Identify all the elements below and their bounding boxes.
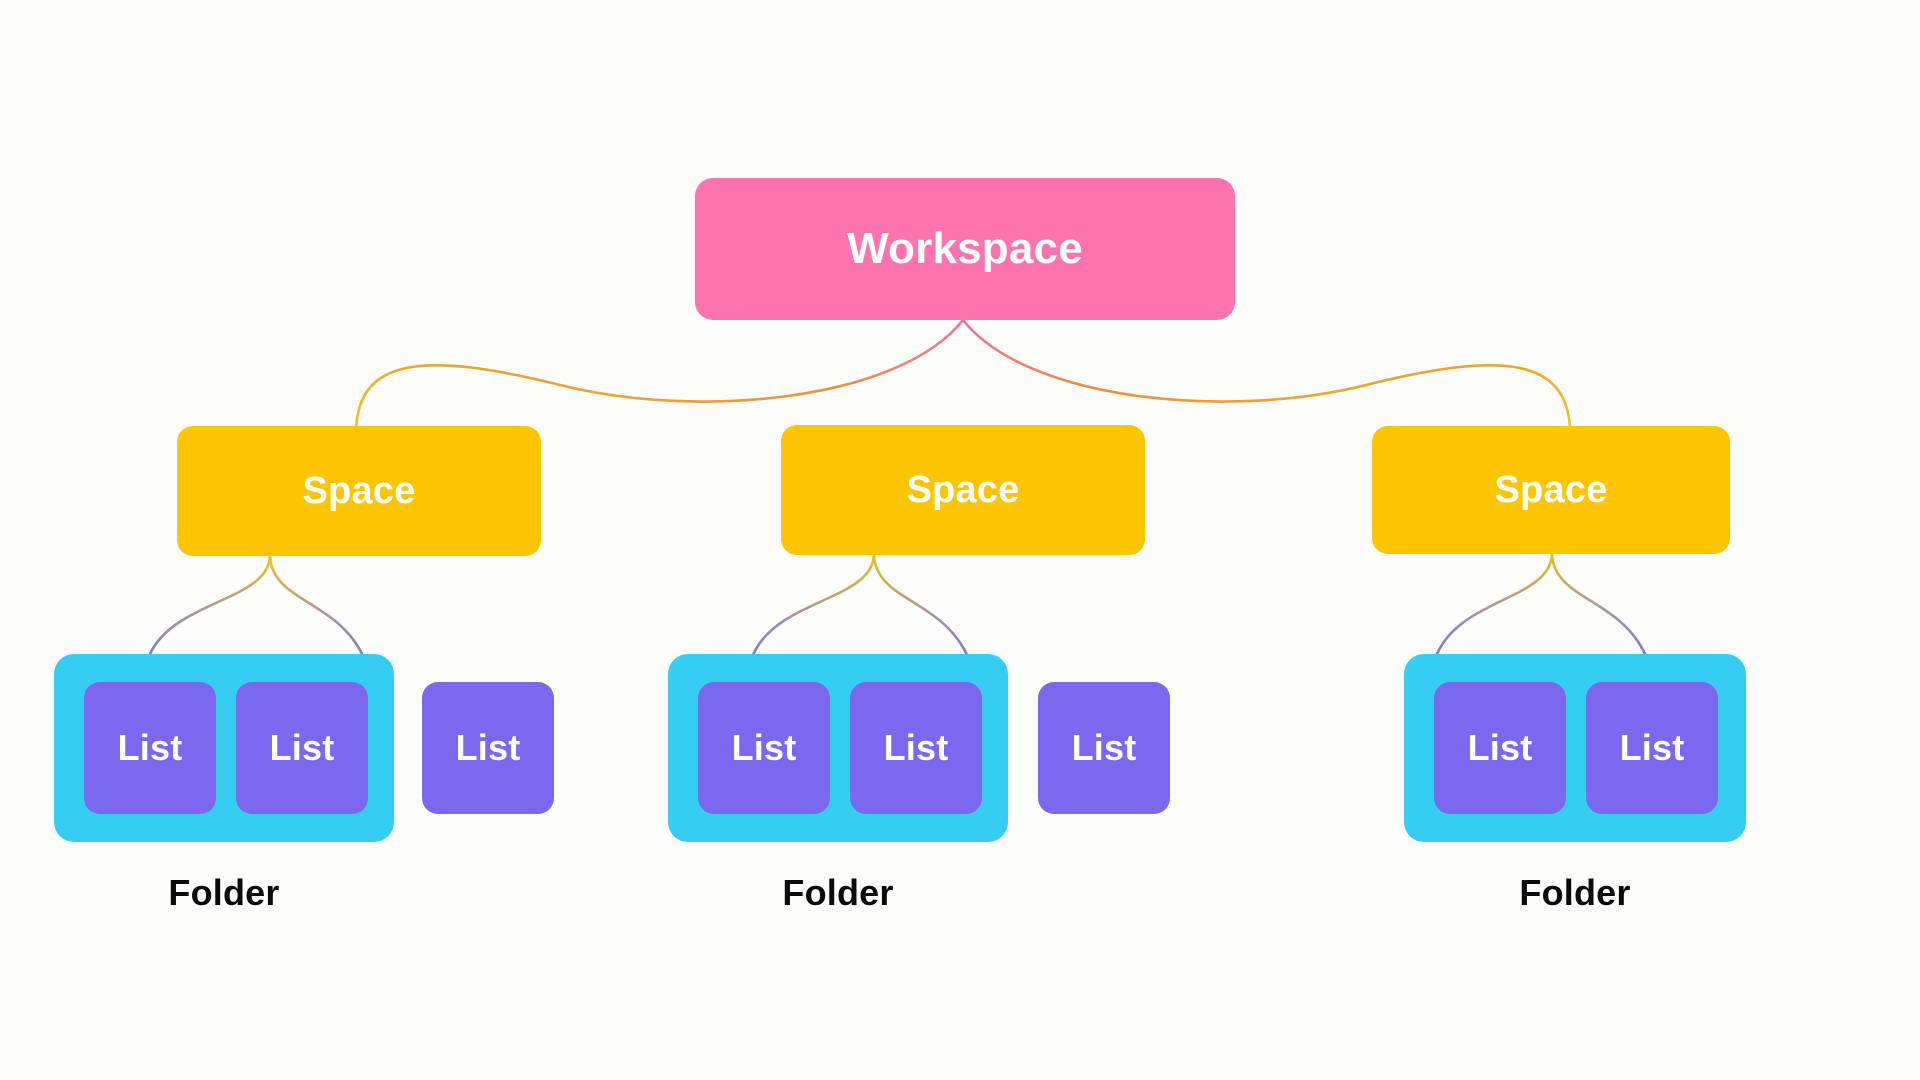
list-label-standalone-1: List [455, 727, 521, 768]
space-node-2[interactable]: Space [781, 425, 1145, 555]
list-label-standalone-2: List [1071, 727, 1137, 768]
list-label-f2-1: List [731, 727, 797, 768]
list-node-f3-1[interactable]: List [1434, 682, 1566, 814]
list-label-f3-2: List [1619, 727, 1685, 768]
list-label-f1-2: List [269, 727, 335, 768]
folder-caption-1: Folder [168, 872, 280, 913]
list-node-f2-2[interactable]: List [850, 682, 982, 814]
list-node-standalone-2[interactable]: List [1038, 682, 1170, 814]
list-node-f2-1[interactable]: List [698, 682, 830, 814]
workspace-to-space-connectors [354, 318, 1572, 430]
list-label-f1-1: List [117, 727, 183, 768]
list-label-f3-1: List [1467, 727, 1533, 768]
list-node-f3-2[interactable]: List [1586, 682, 1718, 814]
space-node-3[interactable]: Space [1372, 426, 1730, 554]
space-node-1[interactable]: Space [177, 426, 541, 556]
space-label-1: Space [302, 469, 416, 512]
connector-workspace-space-3 [961, 318, 1572, 430]
list-node-standalone-1[interactable]: List [422, 682, 554, 814]
folder-caption-2: Folder [782, 872, 894, 913]
list-label-f2-2: List [883, 727, 949, 768]
workspace-node[interactable]: Workspace [695, 178, 1235, 320]
space-label-3: Space [1494, 468, 1608, 511]
list-node-f1-2[interactable]: List [236, 682, 368, 814]
list-node-f1-1[interactable]: List [84, 682, 216, 814]
space-label-2: Space [906, 468, 1020, 511]
folder-caption-3: Folder [1519, 872, 1631, 913]
workspace-label: Workspace [847, 224, 1083, 273]
connector-workspace-space-1 [354, 318, 965, 430]
